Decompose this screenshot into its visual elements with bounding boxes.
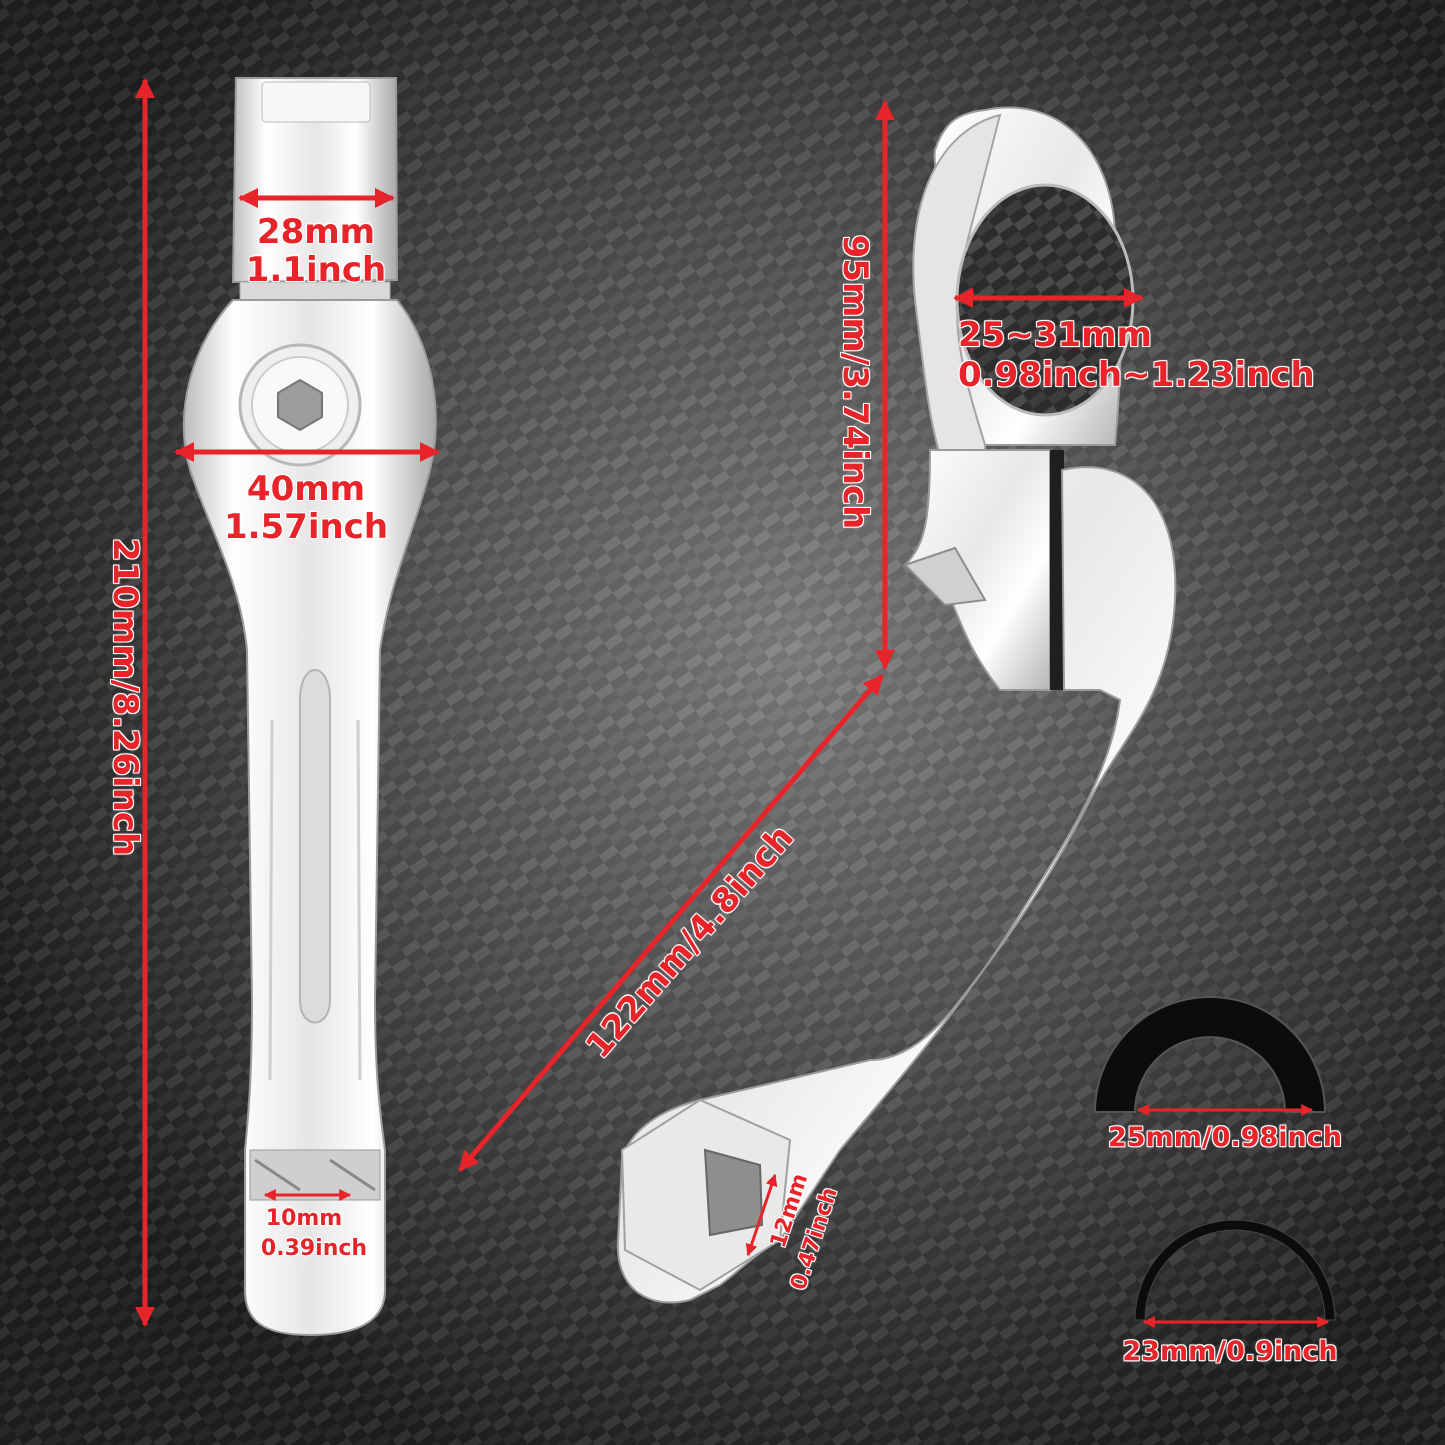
head-width-mm-label: 40mm <box>246 469 366 509</box>
spacer-large-label: 25mm/0.98inch <box>1107 1122 1343 1153</box>
spacer-small <box>1134 1219 1336 1321</box>
hex-bolt-icon <box>238 343 362 467</box>
total-length-label: 210mm/8.26inch <box>105 537 145 857</box>
clamp-height-label: 95mm/3.74inch <box>835 234 875 530</box>
mount-width-mm-label: 28mm <box>256 212 376 252</box>
spacer-large <box>1093 996 1327 1113</box>
tip-width-mm-label: 10mm <box>265 1206 343 1231</box>
clamp-range-mm-label: 25~31mm <box>958 315 1152 355</box>
spacer-small-label: 23mm/0.9inch <box>1122 1336 1338 1367</box>
head-width-in-label: 1.57inch <box>223 507 389 547</box>
dimension-arrow-icon <box>135 78 1330 1328</box>
tip-width-in-label: 0.39inch <box>260 1236 368 1261</box>
clamp-range-in-label: 0.98inch~1.23inch <box>958 355 1315 395</box>
mount-width-in-label: 1.1inch <box>245 250 387 290</box>
straight-peg <box>182 77 437 1337</box>
